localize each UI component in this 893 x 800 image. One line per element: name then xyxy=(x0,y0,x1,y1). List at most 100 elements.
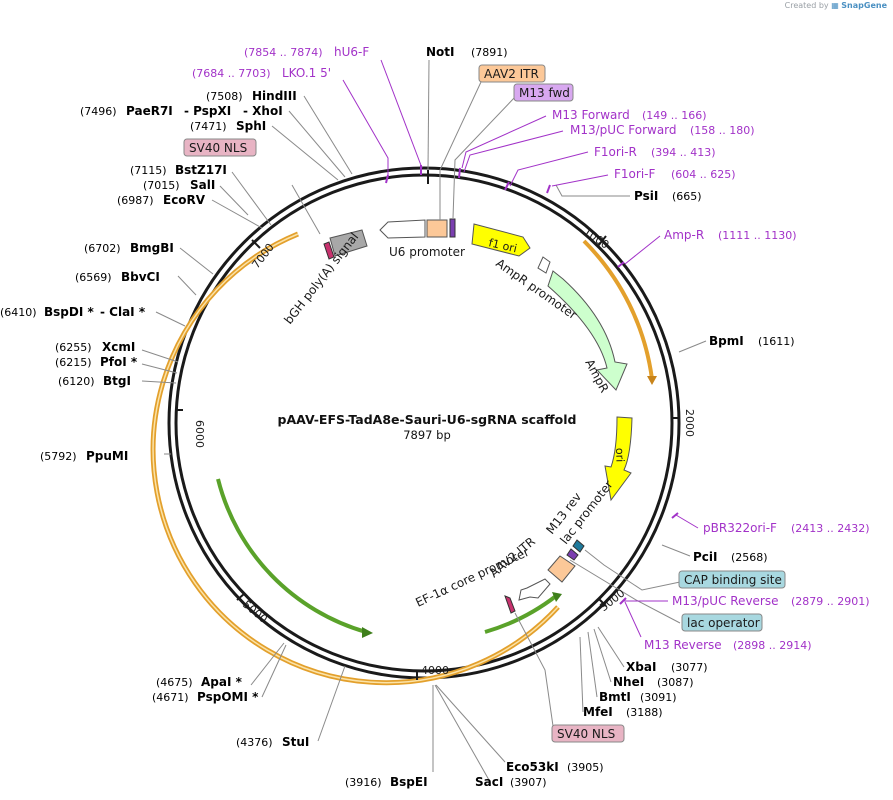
site-name-sacI: SacI xyxy=(475,775,503,789)
site-pos-mfeI: (3188) xyxy=(626,706,663,719)
m13-fwd-marker xyxy=(449,218,456,238)
primer-name-m13-puc-reverse: M13/pUC Reverse xyxy=(672,594,779,608)
ampr-arrow xyxy=(547,270,628,391)
nheI-leader xyxy=(593,628,612,683)
psiI-leader xyxy=(555,184,630,197)
site-pos-bbvCI: (6569) xyxy=(75,271,112,284)
primer-range-f1ori-f: (604 .. 625) xyxy=(671,168,736,181)
primer-name-f1ori-r: F1ori-R xyxy=(594,145,637,159)
site-pos-btgI: (6120) xyxy=(58,375,95,388)
site-pos-sphI: (7471) xyxy=(190,120,227,133)
m13-fwd-leader xyxy=(452,95,517,219)
bmgBI-leader xyxy=(179,247,214,275)
tick-label-2000: 2000 xyxy=(683,409,696,437)
sv40-nls-marker-left xyxy=(323,241,335,260)
snapgene-credit: Created by ▦ SnapGene xyxy=(785,1,887,10)
site-name-hindIII: HindIII xyxy=(252,89,297,103)
site-name-ppuMI: PpuMI xyxy=(86,449,128,463)
site-pos-sacI: (3907) xyxy=(510,776,547,789)
site-name-stuI: StuI xyxy=(282,735,309,749)
site-name-bmtI: BmtI xyxy=(599,690,631,704)
tick-7000 xyxy=(251,239,261,249)
m13-reverse-tick xyxy=(619,597,627,605)
m13-fwd-box xyxy=(513,83,574,102)
center-title: pAAV-EFS-TadA8e-Sauri-U6-sgRNA scaffold … xyxy=(278,412,577,442)
f1-ori-arrow xyxy=(471,223,531,257)
tick-label-6000: 6000 xyxy=(193,420,206,448)
site-pos-paeR7I: (7496) xyxy=(80,105,117,118)
paeR7I-leader xyxy=(288,110,346,178)
f1ori-r-tick xyxy=(504,181,510,191)
m13-fwd-box-label: M13 fwd xyxy=(519,86,570,100)
site-pos-bspDI: (6410) xyxy=(0,306,37,319)
primer-name-f1ori-f: F1ori-F xyxy=(614,167,655,181)
site-name-mfeI: MfeI xyxy=(583,705,613,719)
eco53kI-leader xyxy=(435,684,506,763)
primer-name-m13-puc-forward: M13/pUC Forward xyxy=(570,123,677,137)
xbaI-leader xyxy=(597,626,625,668)
sv40-nls-left-leader xyxy=(291,184,321,235)
boxed-labels: AAV2 ITR M13 fwd SV40 NLS CAP binding si… xyxy=(183,64,786,743)
sv40-nls-box-left xyxy=(183,138,257,157)
tick-label-4000: 4000 xyxy=(421,664,449,677)
lac-operator-box-label: lac operator xyxy=(687,616,760,630)
ori-arrow xyxy=(604,416,633,502)
feature-label-bgh-polya: bGH poly(A) signal xyxy=(281,230,361,327)
pspOMI-leader xyxy=(261,644,287,698)
primer-range-m13-puc-reverse: (2879 .. 2901) xyxy=(791,595,870,608)
m13-forward-leader xyxy=(461,115,547,169)
orf-arc-green-1 xyxy=(216,478,367,634)
sphI-leader xyxy=(271,125,339,181)
pfoI-leader xyxy=(141,363,178,374)
site-name-pspXI: - PspXI xyxy=(184,104,231,118)
site-pos-bmtI: (3091) xyxy=(640,691,677,704)
sv40-nls-marker-right xyxy=(504,595,516,614)
site-pos-psiI: (665) xyxy=(672,190,702,203)
orf-arc-green-1-arrow xyxy=(362,627,373,638)
site-leaders xyxy=(141,59,707,781)
mfeI-leader xyxy=(579,636,584,713)
pbr322ori-f-leader xyxy=(675,514,699,529)
site-pos-bmgBI: (6702) xyxy=(84,242,121,255)
notI-leader xyxy=(427,59,430,171)
f1ori-f-tick xyxy=(546,184,551,194)
hu6-f-leader xyxy=(380,59,423,169)
site-pos-ecoRV: (6987) xyxy=(117,194,154,207)
orf-arc-green-2-arrow xyxy=(552,592,562,602)
site-name-apaI: ApaI * xyxy=(201,675,243,689)
site-pos-nheI: (3087) xyxy=(657,676,694,689)
orf-arc-green-2 xyxy=(484,594,558,634)
feature-label-u6-promoter: U6 promoter xyxy=(389,245,465,259)
site-pos-salI: (7015) xyxy=(143,179,180,192)
site-pos-xcmI: (6255) xyxy=(55,341,92,354)
site-name-xbaI: XbaI xyxy=(626,660,656,674)
primer-range-pbr322ori-f: (2413 .. 2432) xyxy=(791,522,870,535)
aav2-itr-left-leader xyxy=(439,81,482,220)
primer-ticks xyxy=(385,165,679,605)
site-name-nheI: NheI xyxy=(613,675,644,689)
pciI-leader xyxy=(661,544,691,557)
aav2-itr-right-shape xyxy=(547,555,576,583)
bstZ17I-leader xyxy=(231,171,272,226)
site-name-sphI: SphI xyxy=(236,119,266,133)
ampr-promoter-arrow xyxy=(537,256,551,274)
primer-name-m13-forward: M13 Forward xyxy=(552,108,630,122)
site-pos-eco53kI: (3905) xyxy=(567,761,604,774)
tick-label-1000: 1000 xyxy=(581,225,611,251)
lac-operator-leader xyxy=(569,559,681,624)
orf-arc-1 xyxy=(582,239,654,380)
site-pos-xbaI: (3077) xyxy=(671,661,708,674)
aav2-itr-box xyxy=(478,64,546,83)
site-name-xhoI: - XhoI xyxy=(243,104,283,118)
primer-name-lko1: LKO.1 5' xyxy=(282,66,331,80)
orf-arc-orange-highlight xyxy=(152,233,559,684)
sv40-nls-box-left-label: SV40 NLS xyxy=(189,141,247,155)
m13-rev-marker xyxy=(566,548,579,561)
orf-arc-orange-large xyxy=(150,231,560,686)
tick-5000 xyxy=(236,593,245,601)
sv40-nls-right-leader xyxy=(514,612,555,734)
aav2-itr-box-label: AAV2 ITR xyxy=(484,67,539,81)
site-pos-ppuMI: (5792) xyxy=(40,450,77,463)
apaI-leader xyxy=(250,642,285,686)
site-pos-hindIII: (7508) xyxy=(206,90,243,103)
